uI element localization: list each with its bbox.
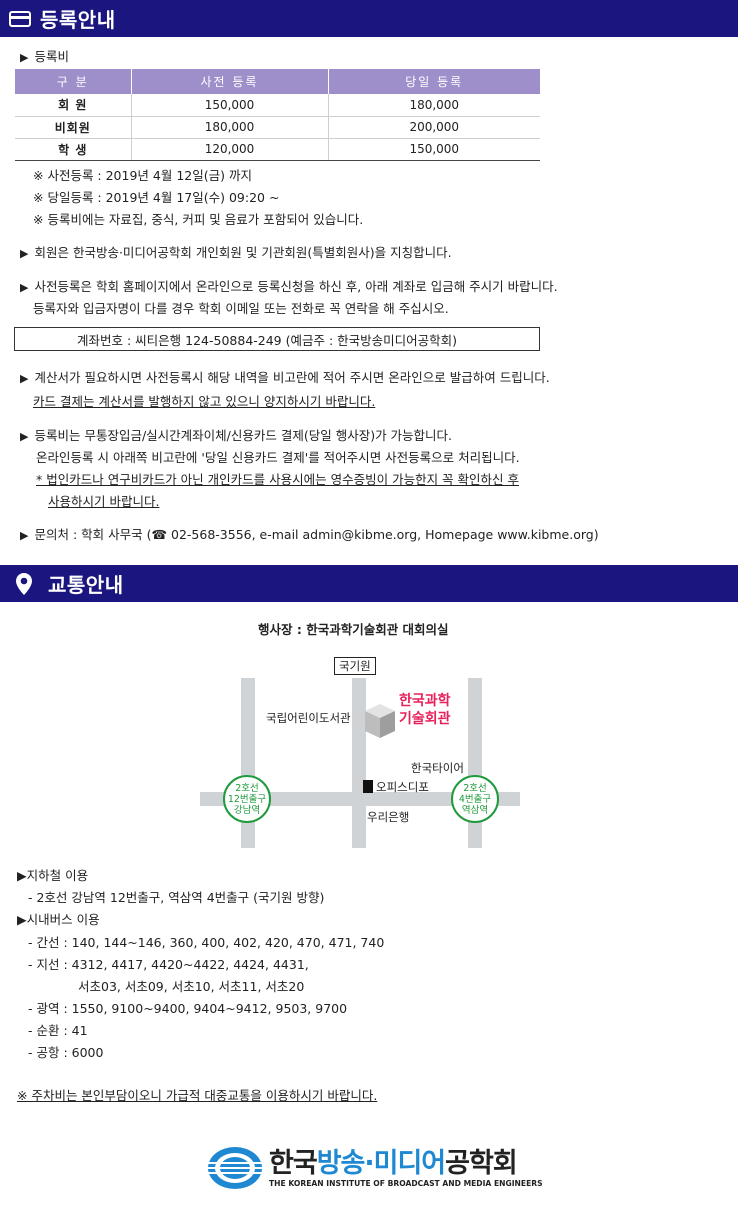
triangle-bullet-icon: ▶ <box>20 51 29 64</box>
payment-line-2: 온라인등록 시 아래쪽 비고란에 '당일 신용카드 결제'를 적어주시면 사전등… <box>36 450 520 465</box>
member-info: ▶ 회원은 한국방송·미디어공학회 개인회원 및 기관회원(특별회원사)을 지칭합… <box>20 242 452 261</box>
bus-express: - 광역 : 1550, 9100~9400, 9404~9412, 9503,… <box>28 1001 348 1016</box>
location-map: 국기원 국립어린이도서관 한국과학 기술회관 한국타이어 오피스디포 우리은행 … <box>195 612 525 848</box>
fee-cell-onsite: 150,000 <box>328 138 540 161</box>
contact-details: 02-568-3556, e-mail admin@kibme.org, Hom… <box>167 527 599 542</box>
fee-cell-pre: 120,000 <box>131 138 329 161</box>
payment-line-1: 등록비는 무통장입금/실시간계좌이체/신용카드 결제(당일 행사장)가 가능합니… <box>34 428 453 443</box>
map-label-assembly: 국기원 <box>334 657 376 675</box>
station-name: 강남역 <box>233 804 261 816</box>
payment-line-3: * 법인카드나 연구비카드가 아닌 개인카드를 사용시에는 영수증빙이 가능한지… <box>36 472 519 487</box>
kibme-logo: 한국방송·미디어공학회 THE KOREAN INSTITUTE OF BROA… <box>207 1141 543 1193</box>
station-line: 2호선 <box>463 782 487 794</box>
fee-cell-onsite: 180,000 <box>328 94 540 117</box>
triangle-bullet-icon: ▶ <box>20 281 29 294</box>
bus-branch-cont: 서초03, 서초09, 서초10, 서초11, 서초20 <box>78 979 305 994</box>
logo-english: THE KOREAN INSTITUTE OF BROADCAST AND ME… <box>269 1179 543 1188</box>
invoice-line-1: 계산서가 필요하시면 사전등록시 해당 내역을 비고란에 적어 주시면 온라인으… <box>34 370 550 385</box>
logo-korean-a: 한국 <box>269 1148 318 1179</box>
bus-airport: - 공항 : 6000 <box>28 1045 104 1060</box>
fee-cell-category: 학 생 <box>15 138 132 161</box>
transport-header: 교통안내 <box>0 565 738 602</box>
triangle-bullet-icon: ▶ <box>20 372 29 385</box>
map-label-library: 국립어린이도서관 <box>266 711 351 725</box>
venue-building-icon <box>365 704 395 738</box>
invoice-line-2: 카드 결제는 계산서를 발행하지 않고 있으니 양지하시기 바랍니다. <box>33 394 376 409</box>
contact-info: ▶ 문의처 : 학회 사무국 (☎ 02-568-3556, e-mail adm… <box>20 524 599 543</box>
map-pin-icon <box>0 565 48 602</box>
fee-header-onsite: 당일 등록 <box>328 69 540 94</box>
venue-name-line-1: 한국과학 <box>399 693 451 709</box>
registration-title: 등록안내 <box>40 8 116 32</box>
invoice-info: ▶ 계산서가 필요하시면 사전등록시 해당 내역을 비고란에 적어 주시면 온라인… <box>20 367 550 386</box>
account-number: 계좌번호 : 씨티은행 124-50884-249 (예금주 : 한국방송미디어… <box>77 332 458 348</box>
map-label-venue: 한국과학 기술회관 <box>399 692 451 728</box>
map-label-bank: 우리은행 <box>367 810 410 824</box>
triangle-bullet-icon: ▶ <box>20 247 29 260</box>
transport-title: 교통안내 <box>48 573 124 597</box>
member-info-text: 회원은 한국방송·미디어공학회 개인회원 및 기관회원(특별회원사)을 지칭합니… <box>34 245 452 260</box>
parking-note: ※ 주차비는 본인부담이오니 가급적 대중교통을 이용하시기 바랍니다. <box>17 1088 378 1103</box>
bus-branch: - 지선 : 4312, 4417, 4420~4422, 4424, 4431… <box>28 957 309 972</box>
fee-header-category: 구 분 <box>15 69 132 94</box>
venue-name-line-2: 기술회관 <box>399 711 451 727</box>
subway-title: ▶지하철 이용 <box>17 868 89 883</box>
fee-cell-category: 회 원 <box>15 94 132 117</box>
bus-title: ▶시내버스 이용 <box>17 912 100 927</box>
table-row: 비회원 180,000 200,000 <box>15 116 540 139</box>
registration-header: 등록안내 <box>0 0 738 37</box>
contact-prefix: 문의처 : 학회 사무국 ( <box>34 527 152 542</box>
fee-table: 구 분 사전 등록 당일 등록 회 원 150,000 180,000 비회원 … <box>15 69 540 161</box>
station-line: 2호선 <box>235 782 259 794</box>
fee-header-pre: 사전 등록 <box>131 69 329 94</box>
note-fee-includes: ※ 등록비에는 자료집, 중식, 커피 및 음료가 포함되어 있습니다. <box>33 212 364 227</box>
station-gangnam: 2호선 12번출구 강남역 <box>223 775 271 823</box>
phone-icon: ☎ <box>151 527 168 542</box>
table-row: 회 원 150,000 180,000 <box>15 94 540 117</box>
pre-reg-line-1: 사전등록은 학회 홈페이지에서 온라인으로 등록신청을 하신 후, 아래 계좌로… <box>34 279 558 294</box>
subway-line: - 2호선 강남역 12번출구, 역삼역 4번출구 (국기원 방향) <box>28 890 325 905</box>
pre-reg-line-2: 등록자와 입금자명이 다를 경우 학회 이메일 또는 전화로 꼭 연락을 해 주… <box>33 301 449 316</box>
table-row: 학 생 120,000 150,000 <box>15 138 540 161</box>
account-box: 계좌번호 : 씨티은행 124-50884-249 (예금주 : 한국방송미디어… <box>14 327 540 351</box>
station-exit: 4번출구 <box>458 793 492 805</box>
bus-trunk: - 간선 : 140, 144~146, 360, 400, 402, 420,… <box>28 935 385 950</box>
note-onsite-registration: ※ 당일등록 : 2019년 4월 17일(수) 09:20 ~ <box>33 190 280 205</box>
venue-label: 행사장 : 한국과학기술회관 대회의실 <box>258 622 449 637</box>
map-label-tire: 한국타이어 <box>411 761 464 775</box>
fee-cell-pre: 150,000 <box>131 94 329 117</box>
triangle-bullet-icon: ▶ <box>20 529 29 542</box>
logo-emblem-icon <box>208 1147 262 1189</box>
logo-korean-c: 공학회 <box>445 1148 518 1179</box>
station-exit: 12번출구 <box>227 793 267 805</box>
pre-reg-info: ▶ 사전등록은 학회 홈페이지에서 온라인으로 등록신청을 하신 후, 아래 계좌… <box>20 276 558 295</box>
road-main <box>200 792 520 806</box>
fee-label-line: ▶ 등록비 <box>20 46 69 65</box>
fee-cell-onsite: 200,000 <box>328 116 540 139</box>
bus-circular: - 순환 : 41 <box>28 1023 88 1038</box>
logo-korean-b: 방송·미디어 <box>316 1148 446 1179</box>
payment-info: ▶ 등록비는 무통장입금/실시간계좌이체/신용카드 결제(당일 행사장)가 가능합… <box>20 425 452 444</box>
note-pre-registration: ※ 사전등록 : 2019년 4월 12일(금) 까지 <box>33 168 252 183</box>
office-marker <box>363 780 373 793</box>
map-label-office: 오피스디포 <box>376 780 429 794</box>
fee-cell-category: 비회원 <box>15 116 132 139</box>
logo-korean: 한국방송·미디어공학회 <box>269 1141 518 1180</box>
payment-line-4: 사용하시기 바랍니다. <box>48 494 160 509</box>
station-name: 역삼역 <box>461 804 489 816</box>
fee-cell-pre: 180,000 <box>131 116 329 139</box>
triangle-bullet-icon: ▶ <box>20 430 29 443</box>
fee-label: 등록비 <box>34 49 69 64</box>
station-yeoksam: 2호선 4번출구 역삼역 <box>451 775 499 823</box>
card-icon <box>0 0 40 37</box>
